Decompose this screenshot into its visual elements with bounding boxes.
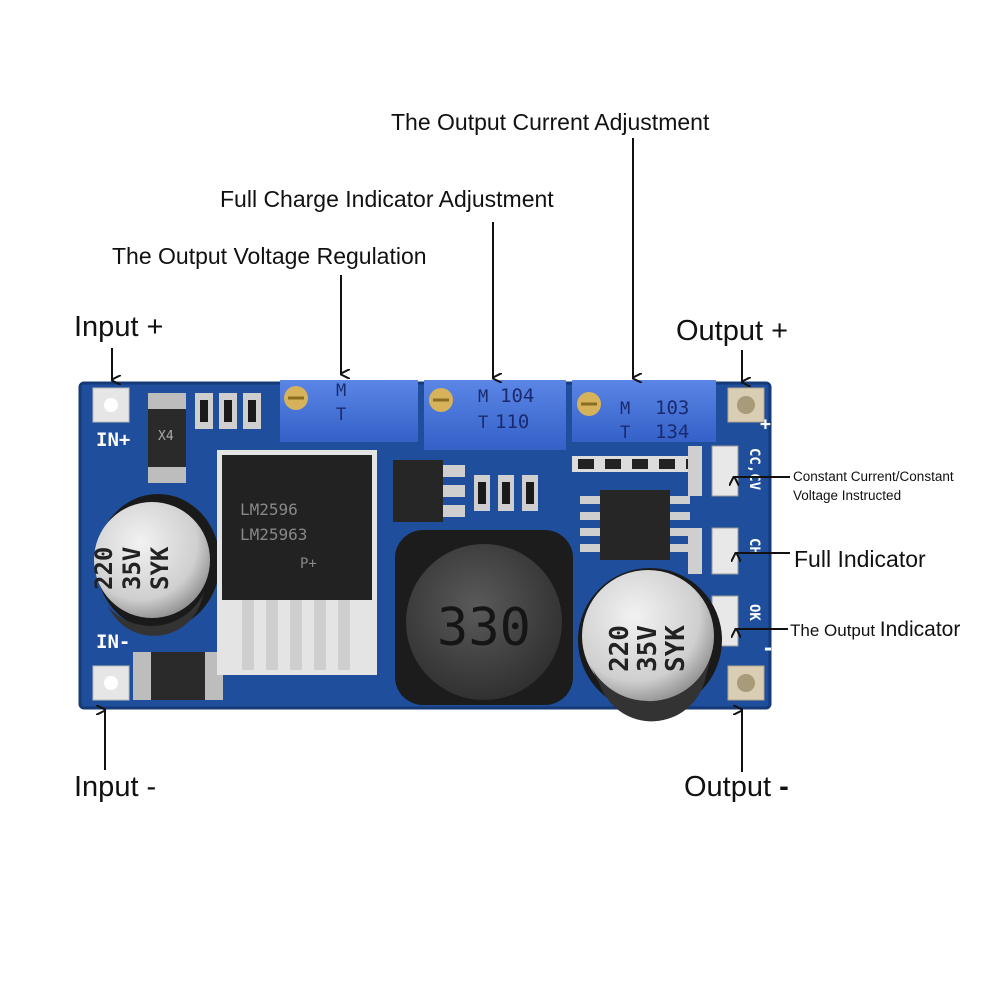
diode-top: X4 (148, 393, 186, 483)
led-cc-cv (688, 445, 739, 497)
pad-output-plus (727, 387, 765, 423)
callout-arrows (105, 138, 790, 772)
inductor: 330 (395, 530, 573, 705)
regulator-marking-1: LM2596 (240, 500, 298, 519)
resistor-row-right (572, 456, 702, 472)
label-input-minus: Input - (74, 771, 157, 803)
pot-full-code: 104 (500, 385, 534, 407)
label-full-indicator: Full Indicator (794, 546, 926, 572)
silk-cc-cv: CC,CV (746, 448, 762, 491)
diode-bottom (133, 652, 223, 700)
input-cap-voltage: 35V (118, 547, 146, 590)
silk-plus: + (760, 414, 771, 435)
regulator-ic: LM2596 LM25963 P+ (217, 450, 377, 675)
label-output-indicator-word: Indicator (879, 618, 961, 641)
output-capacitor: 220 35V SYK (578, 568, 722, 722)
output-cap-value: 220 (605, 625, 635, 672)
smd-parts-middle (474, 475, 538, 511)
pot-full-charge: 104 110 M T (424, 380, 566, 450)
pot-current-mark1: M (620, 399, 630, 419)
pot-full-line2: 110 (495, 411, 529, 433)
pot-voltage-mark1: M (336, 381, 346, 401)
output-cap-brand: SYK (661, 625, 691, 672)
svg-text:X4: X4 (158, 429, 174, 444)
pot-current-line2: 134 (655, 421, 689, 443)
label-cc-cv-line1: Constant Current/Constant (793, 469, 954, 484)
pot-current-code: 103 (655, 397, 689, 419)
pot-full-mark1: M (478, 387, 488, 407)
pot-full-mark2: T (478, 413, 488, 433)
label-output-current-adjustment: The Output Current Adjustment (391, 109, 710, 135)
input-cap-value: 220 (90, 547, 118, 590)
pad-input-plus (92, 387, 130, 423)
label-output-minus: Output - (684, 773, 789, 802)
input-capacitor: 220 35V SYK (90, 494, 220, 636)
label-output-minus-sign: - (779, 771, 789, 803)
silk-in-minus: IN- (96, 631, 130, 653)
label-output-voltage-regulation: The Output Voltage Regulation (112, 243, 427, 269)
silk-ch: CH (746, 538, 762, 555)
silk-ok: OK (746, 604, 762, 621)
input-cap-brand: SYK (146, 546, 174, 590)
label-output-indicator-prefix: The Output (790, 621, 880, 640)
label-output-minus-text: Output (684, 771, 780, 803)
pot-current: 103 134 M T (572, 380, 716, 443)
control-ic (580, 490, 690, 560)
label-input-plus: Input + (74, 311, 164, 343)
led-full (688, 527, 739, 575)
silk-in-plus: IN+ (96, 429, 130, 451)
silk-minus: - (762, 636, 774, 660)
pot-voltage-mark2: T (336, 405, 346, 425)
label-full-charge-indicator-adjustment: Full Charge Indicator Adjustment (220, 186, 554, 212)
label-output-plus: Output + (676, 315, 789, 347)
resistor-array-top (195, 393, 261, 429)
output-cap-voltage: 35V (633, 625, 663, 672)
label-output-indicator: The Output Indicator (790, 619, 960, 640)
regulator-marking-3: P+ (300, 556, 317, 572)
inductor-code: 330 (437, 598, 531, 658)
pad-input-minus (92, 665, 130, 701)
label-cc-cv-line2: Voltage Instructed (793, 488, 902, 503)
transistor-small (393, 460, 465, 522)
regulator-marking-2: LM25963 (240, 525, 307, 544)
pot-current-mark2: T (620, 423, 630, 443)
pad-output-minus (727, 665, 765, 701)
